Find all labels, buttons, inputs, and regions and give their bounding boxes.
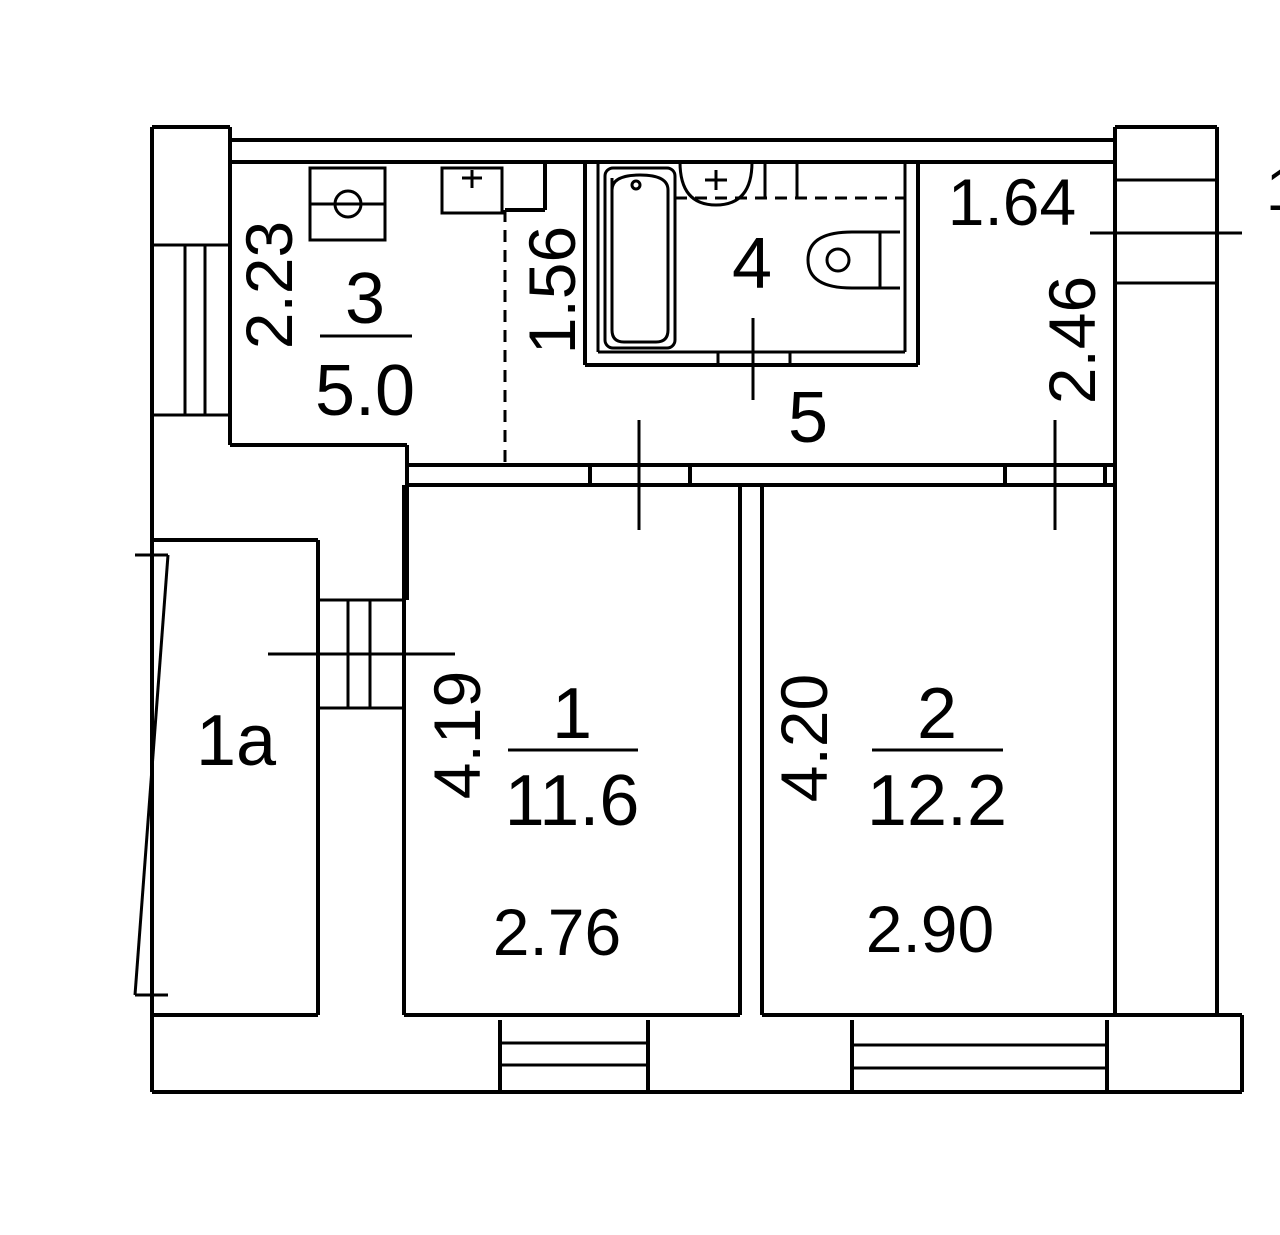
dim-1-56: 1.56 xyxy=(515,226,589,354)
toilet-icon xyxy=(806,230,900,290)
bottom-window-1 xyxy=(498,1020,650,1092)
kitchen-fixtures xyxy=(308,166,504,242)
bathtub-icon xyxy=(603,166,677,350)
room-2-area: 12.2 xyxy=(867,761,1007,841)
bedroom-walls xyxy=(402,485,764,1015)
room-2-number: 2 xyxy=(917,674,957,754)
room-1a-outline xyxy=(133,538,455,1015)
dim-4-19: 4.19 xyxy=(420,671,494,799)
bottom-window-2 xyxy=(850,1020,1109,1092)
sink-kitchen-icon xyxy=(440,166,504,215)
dim-1-64: 1.64 xyxy=(948,165,1076,239)
room-3-area: 5.0 xyxy=(315,351,415,431)
left-window-upper xyxy=(152,243,230,417)
dim-4-20: 4.20 xyxy=(767,674,841,802)
room-1-height: 2.76 xyxy=(493,895,621,969)
dim-2-23: 2.23 xyxy=(232,221,306,349)
red-marker: 1 xyxy=(1266,156,1280,223)
room-1a-number: 1a xyxy=(196,701,277,781)
room-1-area: 11.6 xyxy=(505,761,640,841)
room-2-height: 2.90 xyxy=(866,892,994,966)
outer-walls xyxy=(150,125,1244,1094)
dim-2-46: 2.46 xyxy=(1035,276,1109,404)
sink-icon xyxy=(678,161,754,207)
room-3-number: 3 xyxy=(345,259,385,339)
room-5-number: 5 xyxy=(788,378,828,458)
room-4-number: 4 xyxy=(732,224,772,304)
door-markers xyxy=(637,318,1057,530)
room-1-number: 1 xyxy=(552,674,592,754)
right-wall-blocks xyxy=(1090,178,1242,285)
